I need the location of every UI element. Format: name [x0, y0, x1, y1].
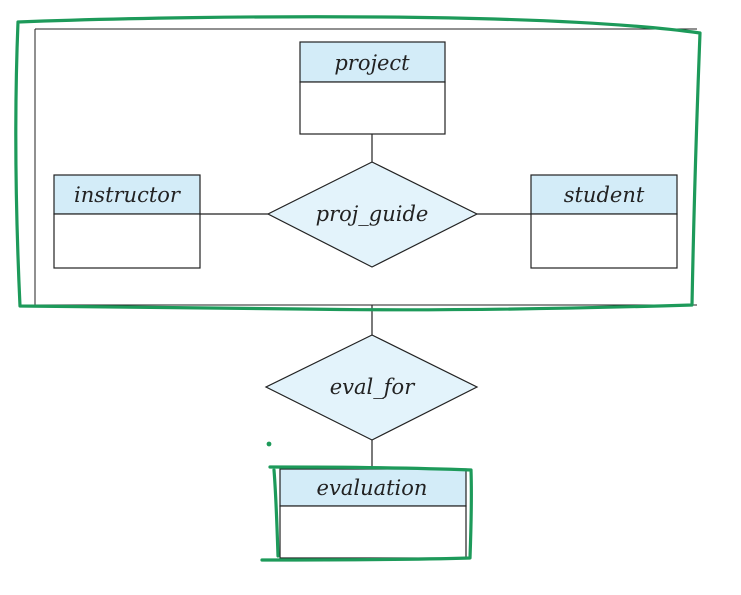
- entity-student-label: student: [564, 183, 645, 207]
- annotation-ink: [14, 15, 702, 562]
- annotation-dot: [266, 441, 272, 447]
- entity-instructor[interactable]: instructor: [53, 174, 201, 269]
- aggregation-box: [34, 28, 697, 306]
- entity-student[interactable]: student: [530, 174, 678, 269]
- entity-project[interactable]: project: [299, 41, 446, 135]
- entity-evaluation-label: evaluation: [317, 476, 428, 500]
- entity-project-label: project: [334, 51, 410, 75]
- relationship-eval-for[interactable]: eval_for: [264, 334, 479, 441]
- relationship-eval-for-label: eval_for: [330, 375, 416, 399]
- annotation-outline-evaluation: [260, 465, 474, 562]
- annotation-outline-aggregation: [14, 15, 702, 312]
- relationship-proj-guide[interactable]: proj_guide: [266, 161, 479, 268]
- relationship-proj-guide-label: proj_guide: [316, 202, 429, 226]
- entity-evaluation[interactable]: evaluation: [279, 468, 467, 559]
- entity-instructor-label: instructor: [74, 183, 182, 207]
